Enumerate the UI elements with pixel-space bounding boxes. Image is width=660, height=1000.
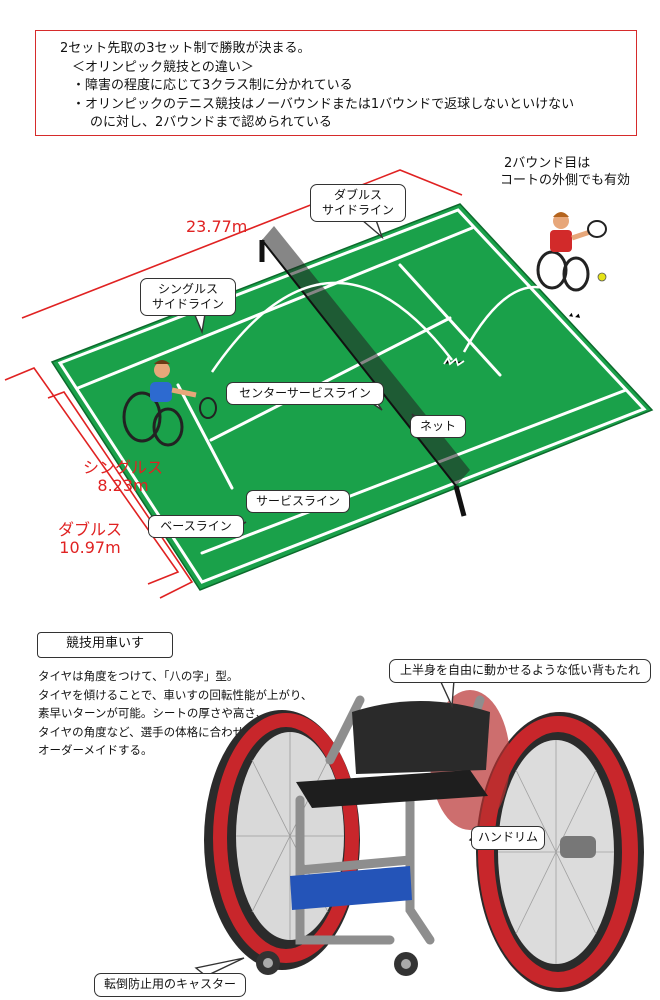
- leg-strap: [290, 866, 412, 910]
- wheelchair-desc-line-2: タイヤを傾けることで、車いすの回転性能が上がり、: [38, 687, 313, 702]
- dimension-lines: [4, 169, 463, 599]
- right-wheel: [476, 712, 644, 992]
- court-lines: [57, 208, 647, 584]
- rules-line-1: 2セット先取の3セット制で勝敗が決まる。: [60, 41, 311, 56]
- doubles-label: ダブルス: [57, 520, 122, 539]
- doubles-width-label: ダブルス 10.97m: [50, 521, 130, 557]
- callout-service-line: サービスライン: [246, 490, 350, 513]
- callout-handrim: ハンドリム: [471, 826, 545, 850]
- rules-line-4: ・オリンピックのテニス競技はノーバウンドまたは1バウンドで返球しないといけない: [72, 96, 575, 112]
- wheelchair-desc-line-4: タイヤの角度など、選手の体格に合わせて: [38, 724, 256, 739]
- callout-doubles-sideline: ダブルス サイドライン: [310, 184, 406, 222]
- doubles-width: 10.97m: [59, 538, 121, 557]
- rules-line-5: のに対し、2バウンドまで認められている: [90, 115, 332, 130]
- wheelchair-desc-line-3: 素早いターンが可能。シートの厚さや高さ、: [38, 706, 268, 720]
- callout-backrest: 上半身を自由に動かせるような低い背もたれ: [389, 659, 651, 683]
- anti-tip-casters: [256, 951, 418, 976]
- ball-trajectory: [210, 281, 577, 373]
- singles-label: シングルス: [82, 458, 163, 477]
- rules-line-3: ・障害の程度に応じて3クラス制に分かれている: [72, 78, 353, 93]
- seat: [296, 770, 488, 808]
- bounce-marks: [443, 309, 582, 367]
- backrest: [352, 701, 490, 774]
- callout-net: ネット: [410, 415, 466, 438]
- callout-center-service-line: センターサービスライン: [226, 382, 384, 405]
- wheelchair-section-title: 競技用車いす: [37, 632, 173, 658]
- wheelchair-desc-line-1: タイヤは角度をつけて、「八の字」型。: [38, 669, 239, 683]
- singles-width-label: シングルス 8.23m: [80, 459, 166, 495]
- rules-line-2: ＜オリンピック競技との違い＞: [72, 59, 254, 75]
- wheelchair-desc-line-5: オーダーメイドする。: [38, 743, 153, 757]
- court-length-label: 23.77m: [186, 217, 248, 236]
- singles-width: 8.23m: [97, 476, 149, 495]
- wheelchair-description: タイヤは角度をつけて、「八の字」型。 タイヤを傾けることで、車いすの回転性能が上…: [38, 667, 312, 760]
- wheelchair-player-near: [122, 360, 217, 447]
- callout-baseline: ベースライン: [148, 515, 244, 538]
- rules-box: 2セット先取の3セット制で勝敗が決まる。 ＜オリンピック競技との違い＞ ・障害の…: [35, 30, 637, 136]
- second-bounce-note: 2バウンド目は コートの外側でも有効: [500, 156, 631, 188]
- wheelchair-player-far: [536, 212, 607, 292]
- callout-caster: 転倒防止用のキャスター: [94, 973, 246, 997]
- callout-singles-sideline: シングルス サイドライン: [140, 278, 236, 316]
